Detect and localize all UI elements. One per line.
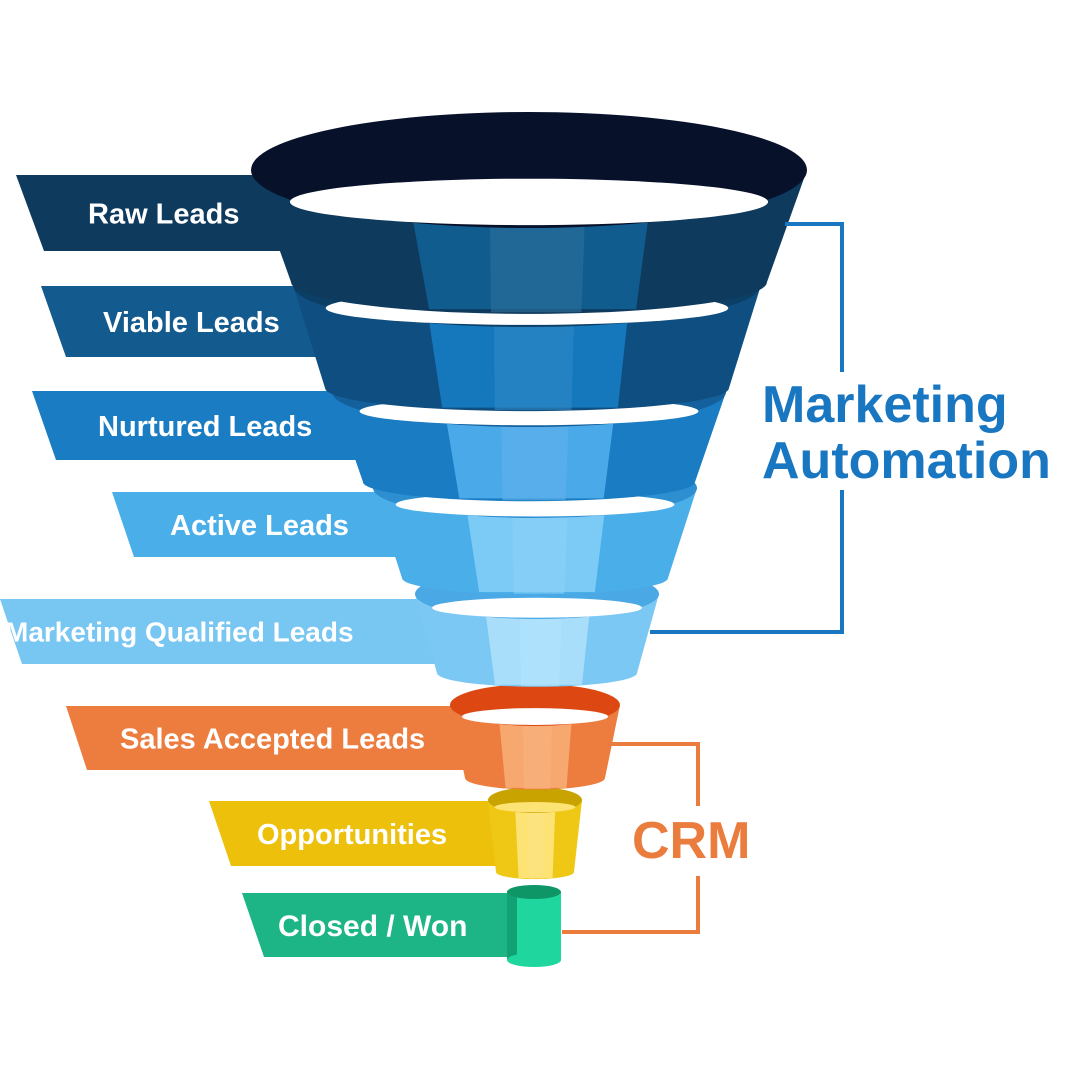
crm-bracket-top (610, 742, 700, 806)
marketing-automation-title-line-1: Marketing (762, 376, 1008, 434)
funnel-facet-highlight (490, 225, 585, 313)
stage-banner-4 (112, 492, 402, 557)
stage-label-2: Viable Leads (103, 307, 280, 339)
stage-banner-8 (242, 893, 532, 957)
crm-title: CRM (632, 812, 750, 870)
stage-banner-2 (41, 286, 335, 357)
funnel-cylinder-top (507, 885, 561, 899)
funnel-section-6 (450, 684, 620, 790)
marketing-automation-bracket-top (785, 222, 844, 372)
funnel-facet-highlight (512, 516, 568, 594)
funnel-section-1 (251, 112, 807, 314)
funnel-facet-highlight (523, 724, 552, 789)
funnel-opening (461, 708, 609, 725)
stage-banner-5 (0, 599, 447, 664)
stage-label-6: Sales Accepted Leads (120, 723, 425, 755)
funnel-facet-highlight (494, 324, 574, 410)
crm-bracket-bottom (562, 876, 700, 934)
funnel-section-8 (507, 885, 561, 967)
stage-banner-3 (32, 391, 374, 460)
funnel-cylinder-shade (507, 892, 517, 960)
stage-label-4: Active Leads (170, 510, 349, 542)
stage-label-3: Nurtured Leads (98, 411, 312, 443)
funnel-opening (494, 801, 576, 813)
funnel-facet-highlight (501, 425, 569, 501)
stage-label-8: Closed / Won (278, 910, 467, 943)
marketing-automation-title-line-2: Automation (762, 432, 1051, 490)
funnel-opening (432, 597, 642, 618)
funnel-section-7 (488, 787, 582, 880)
stage-banner-1 (16, 175, 313, 251)
stage-label-1: Raw Leads (88, 198, 240, 230)
stage-label-7: Opportunities (257, 819, 447, 851)
funnel-cylinder-bottom (507, 953, 561, 967)
stage-label-5: Marketing Qualified Leads (5, 617, 354, 648)
stage-banner-7 (209, 801, 522, 866)
funnel-opening (289, 178, 769, 226)
funnel-facet-highlight (528, 812, 545, 879)
funnel-facet-highlight (519, 617, 562, 687)
stage-banner-6 (66, 706, 486, 770)
marketing-automation-bracket-bottom (650, 490, 844, 634)
